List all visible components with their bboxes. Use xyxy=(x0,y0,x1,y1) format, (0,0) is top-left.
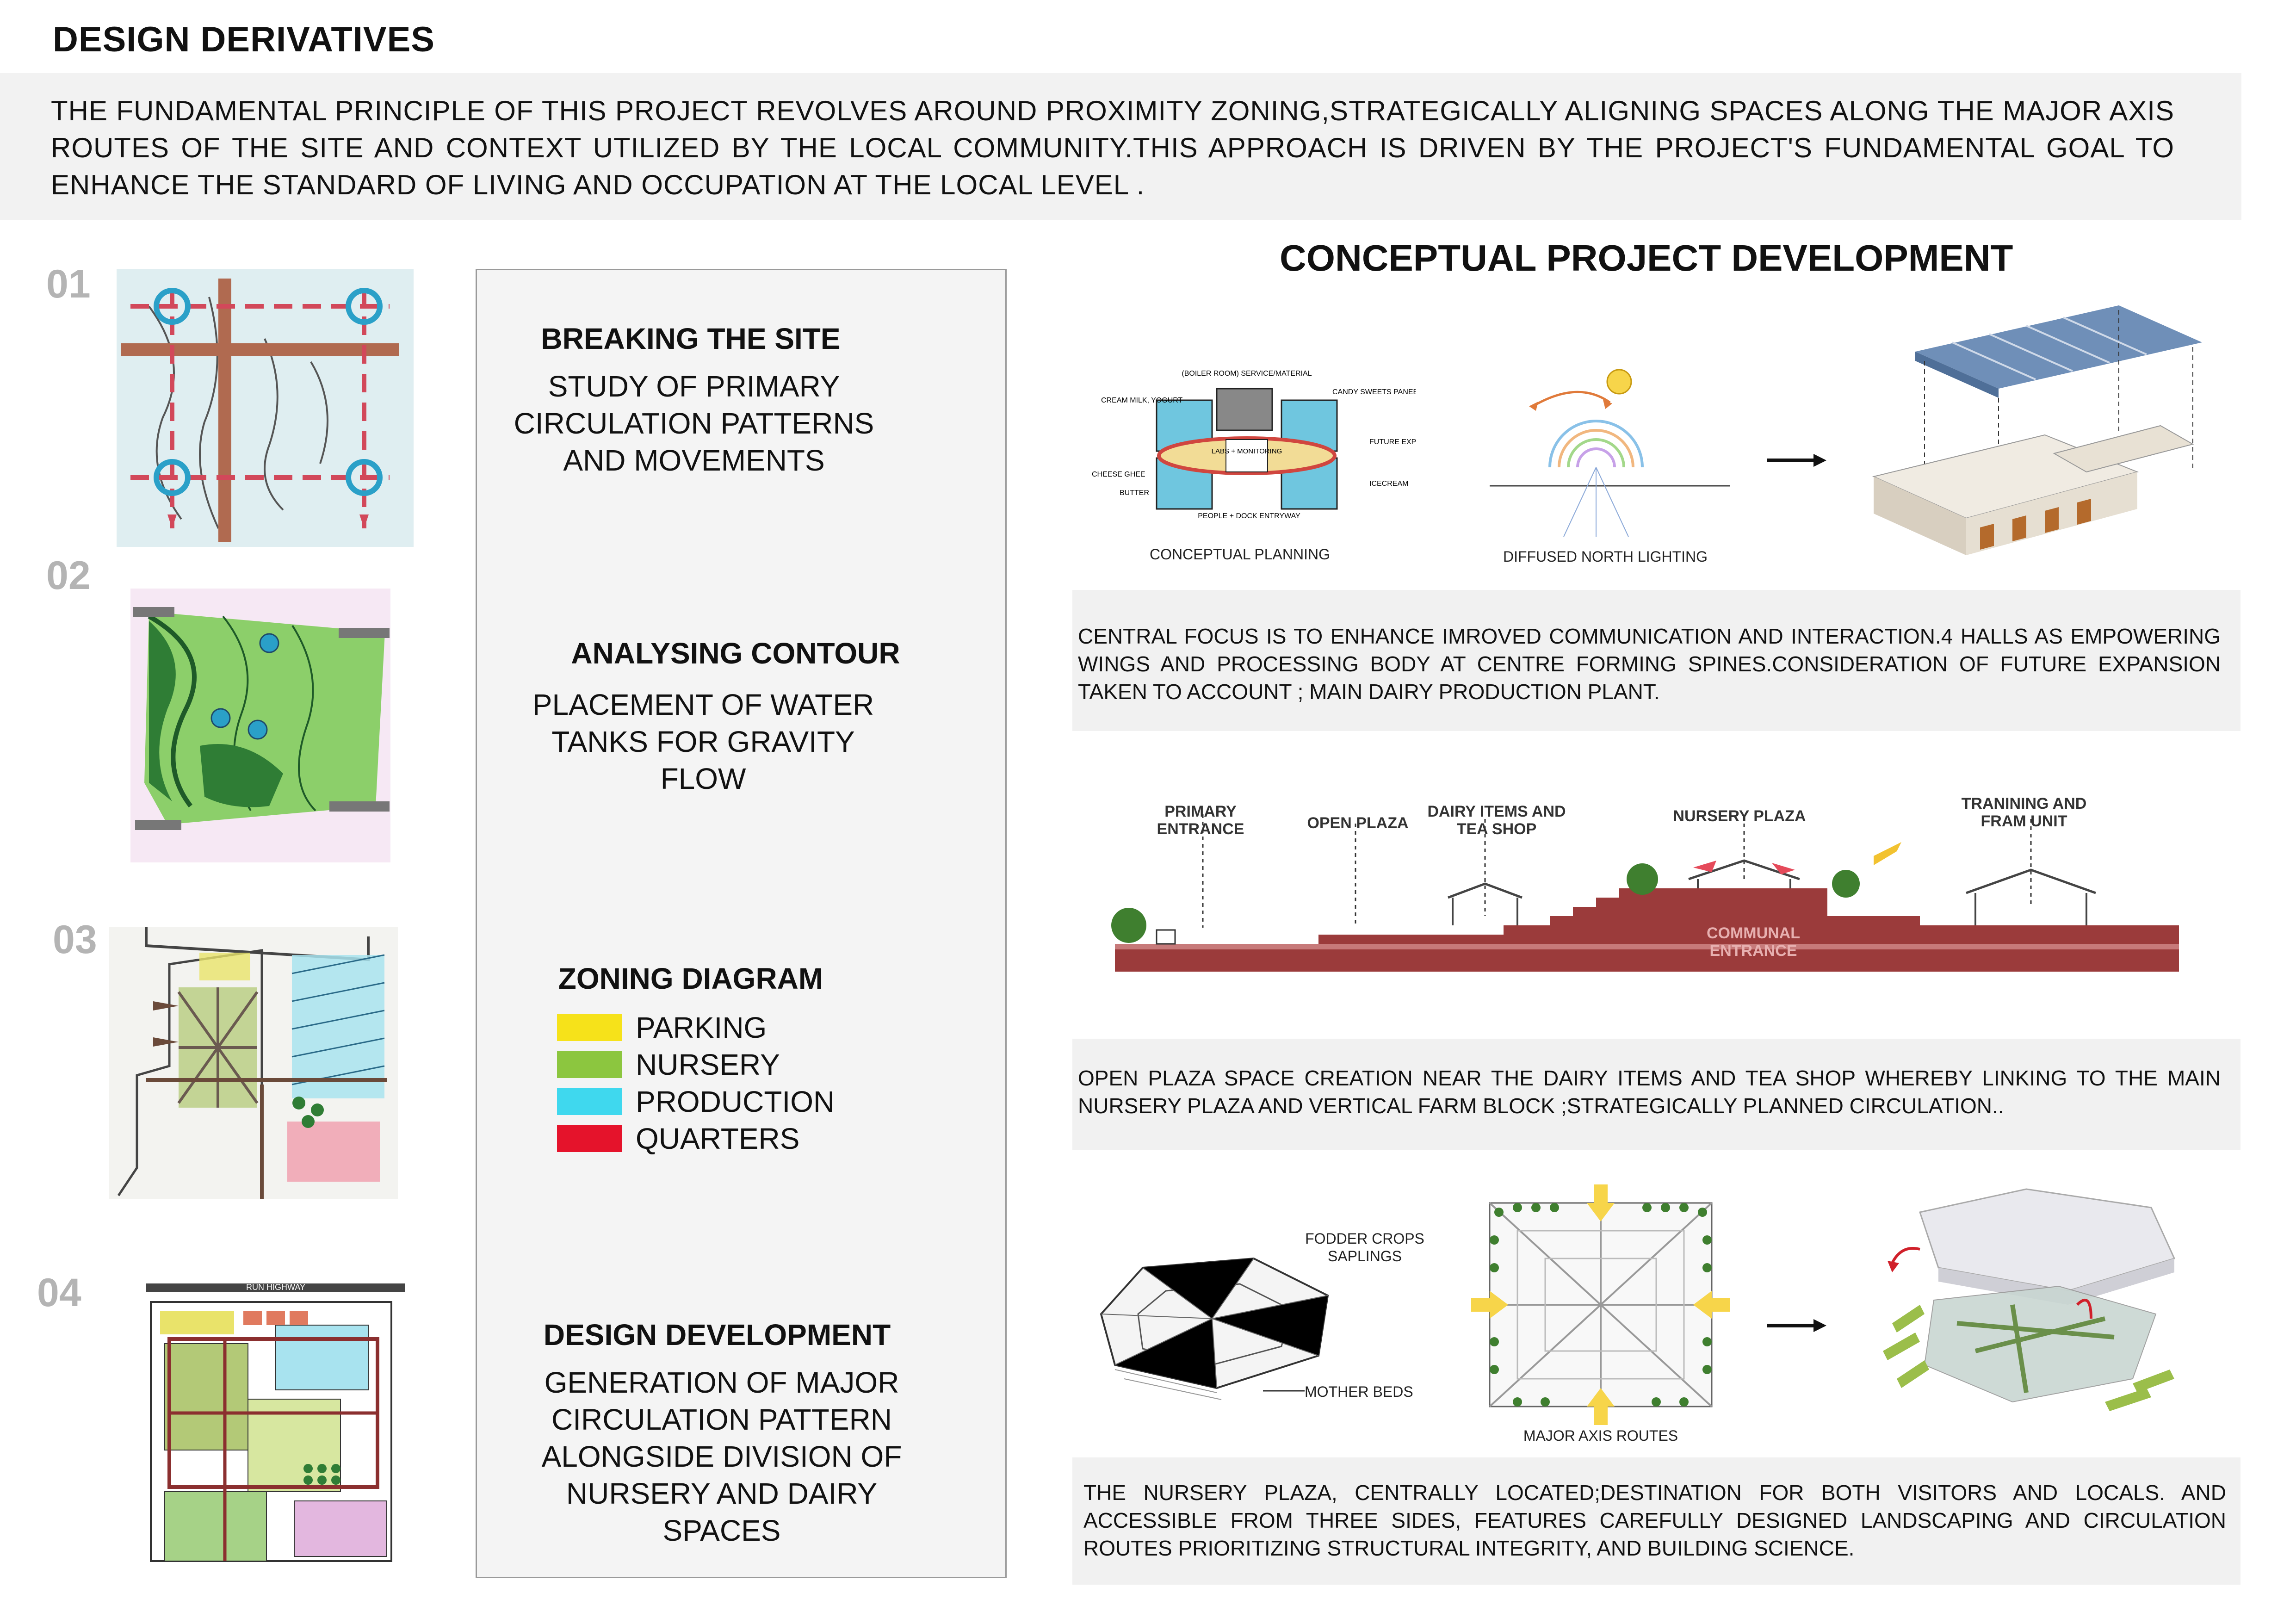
major-axis-routes-plan xyxy=(1471,1184,1730,1425)
step-04-body: GENERATION OF MAJOR CIRCULATION PATTERN … xyxy=(541,1366,902,1547)
desc-text-2: OPEN PLAZA SPACE CREATION NEAR THE DAIRY… xyxy=(1078,1066,2221,1118)
step-01-heading: BREAKING THE SITE xyxy=(541,322,841,355)
caption-mother-beds: MOTHER BEDS xyxy=(1305,1383,1413,1400)
desc-box-2 xyxy=(1072,1039,2240,1150)
caption-major-axis-routes: MAJOR AXIS ROUTES xyxy=(1523,1427,1678,1444)
design-development-plan: RUN HIGHWAY xyxy=(109,1274,405,1575)
arrow-right-icon xyxy=(1767,454,1826,467)
svg-text:RUN HIGHWAY: RUN HIGHWAY xyxy=(246,1283,305,1292)
label-open-plaza: OPEN PLAZA xyxy=(1307,814,1409,832)
legend-swatch xyxy=(557,1014,622,1041)
step-number-03: 03 xyxy=(53,917,97,962)
label-training-farm-unit: TRANINING AND FRAM UNIT xyxy=(1961,795,2087,830)
arrow-right-icon xyxy=(1767,1319,1826,1332)
legend-item-production: PRODUCTION xyxy=(557,1083,835,1120)
step-01-body: STUDY OF PRIMARY CIRCULATION PATTERNS AN… xyxy=(514,370,874,477)
legend-swatch xyxy=(557,1125,622,1152)
step-02-body: PLACEMENT OF WATER TANKS FOR GRAVITY FLO… xyxy=(532,688,874,795)
caption-conceptual-planning: CONCEPTUAL PLANNING xyxy=(1150,546,1330,563)
label-communal-entrance: COMMUNAL ENTRANCE xyxy=(1706,924,1801,960)
label-primary-entrance: PRIMARY ENTRANCE xyxy=(1157,803,1244,838)
step-number-01: 01 xyxy=(46,262,91,306)
step-03-heading: ZONING DIAGRAM xyxy=(558,962,823,995)
svg-text:(BOILER ROOM) SERVICE/MATERIAL: (BOILER ROOM) SERVICE/MATERIAL xyxy=(1182,370,1312,378)
step-02-heading: ANALYSING CONTOUR xyxy=(571,637,900,670)
derivatives-panel xyxy=(476,269,1007,1578)
zoning-legend: PARKING NURSERY PRODUCTION QUARTERS xyxy=(557,1009,835,1157)
page-title: DESIGN DERIVATIVES xyxy=(53,20,435,59)
step-number-04: 04 xyxy=(37,1271,81,1315)
svg-text:CREAM MILK, YOGURT: CREAM MILK, YOGURT xyxy=(1101,397,1183,404)
caption-diffused-lighting: DIFFUSED NORTH LIGHTING xyxy=(1503,548,1708,565)
legend-item-parking: PARKING xyxy=(557,1009,835,1046)
desc-text-1: CENTRAL FOCUS IS TO ENHANCE IMROVED COMM… xyxy=(1078,624,2221,704)
dairy-axonometric xyxy=(1872,305,2202,555)
label-nursery-plaza: NURSERY PLAZA xyxy=(1673,807,1806,825)
svg-text:ICECREAM: ICECREAM xyxy=(1369,480,1408,488)
concept-title: CONCEPTUAL PROJECT DEVELOPMENT xyxy=(1280,237,2013,279)
svg-text:BUTTER: BUTTER xyxy=(1120,489,1149,497)
intro-text: THE FUNDAMENTAL PRINCIPLE OF THIS PROJEC… xyxy=(51,95,2174,200)
legend-swatch xyxy=(557,1088,622,1115)
svg-text:FUTURE EXPANSION: FUTURE EXPANSION xyxy=(1369,438,1416,446)
legend-swatch xyxy=(557,1051,622,1078)
svg-text:CANDY SWEETS PANEER: CANDY SWEETS PANEER xyxy=(1332,388,1416,396)
contour-analysis-sketch xyxy=(130,589,390,862)
nursery-plaza-axonometric xyxy=(1883,1188,2176,1411)
conceptual-planning-sketch: LABS + MONITORING (BOILER ROOM) SERVICE/… xyxy=(1083,361,1416,537)
svg-text:CHEESE GHEE: CHEESE GHEE xyxy=(1092,471,1145,478)
step-number-02: 02 xyxy=(46,553,91,598)
desc-box-3 xyxy=(1072,1457,2240,1585)
desc-box-1 xyxy=(1072,590,2240,731)
intro-band xyxy=(0,73,2241,220)
legend-item-quarters: QUARTERS xyxy=(557,1120,835,1157)
site-circulation-sketch xyxy=(117,269,414,547)
svg-text:PEOPLE + DOCK ENTRYWAY: PEOPLE + DOCK ENTRYWAY xyxy=(1198,512,1300,520)
leader-line xyxy=(1263,1390,1305,1392)
nursery-plaza-sketch xyxy=(1087,1240,1351,1407)
site-section-drawing xyxy=(1087,787,2197,972)
diffused-lighting-diagram xyxy=(1471,361,1739,541)
label-dairy-tea-shop: DAIRY ITEMS AND TEA SHOP xyxy=(1427,803,1566,838)
zoning-sketch xyxy=(109,927,398,1199)
step-04-heading: DESIGN DEVELOPMENT xyxy=(543,1318,891,1351)
legend-item-nursery: NURSERY xyxy=(557,1046,835,1083)
desc-text-3: THE NURSERY PLAZA, CENTRALLY LOCATED;DES… xyxy=(1083,1481,2226,1560)
svg-text:LABS + MONITORING: LABS + MONITORING xyxy=(1212,447,1282,455)
caption-fodder-crops: FODDER CROPS SAPLINGS xyxy=(1305,1230,1424,1264)
